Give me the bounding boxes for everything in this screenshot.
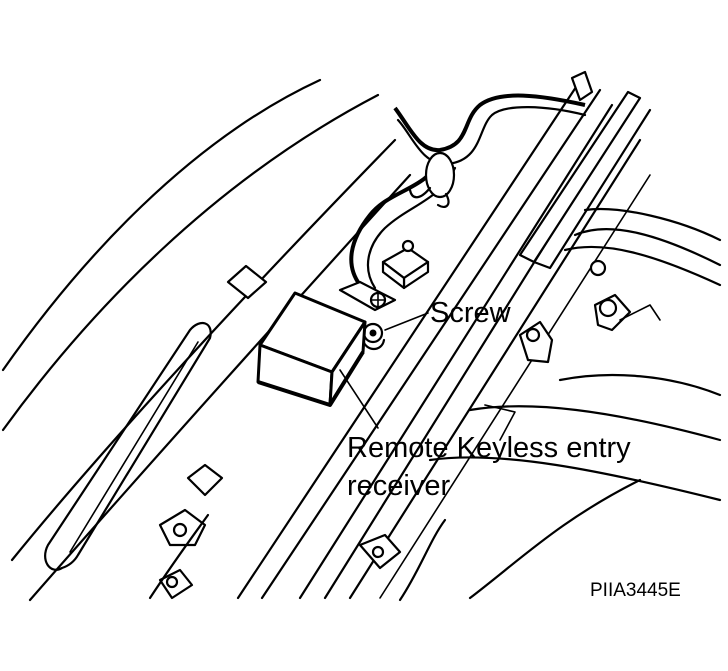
right-side-panel [428,207,722,502]
leader-lines [339,312,429,429]
lower-fixtures [148,463,642,602]
panel-slot [44,321,212,571]
wiring-harness [349,93,587,290]
label-receiver-line2: receiver [347,470,450,502]
rail-end-cap [570,70,594,102]
label-screw: Screw [430,297,512,329]
remote-keyless-receiver [256,291,367,407]
screw-icon [361,322,386,351]
panel-slot-inner [69,341,199,553]
receiver-bracket [338,280,397,312]
label-receiver-line1: Remote Keyless entry [347,432,631,464]
figure-code: PIIA3445E [590,580,681,601]
side-bracket [518,90,652,270]
harness-connector [381,239,430,290]
panel-tab [226,264,268,300]
trim-panel-outline [1,78,412,602]
